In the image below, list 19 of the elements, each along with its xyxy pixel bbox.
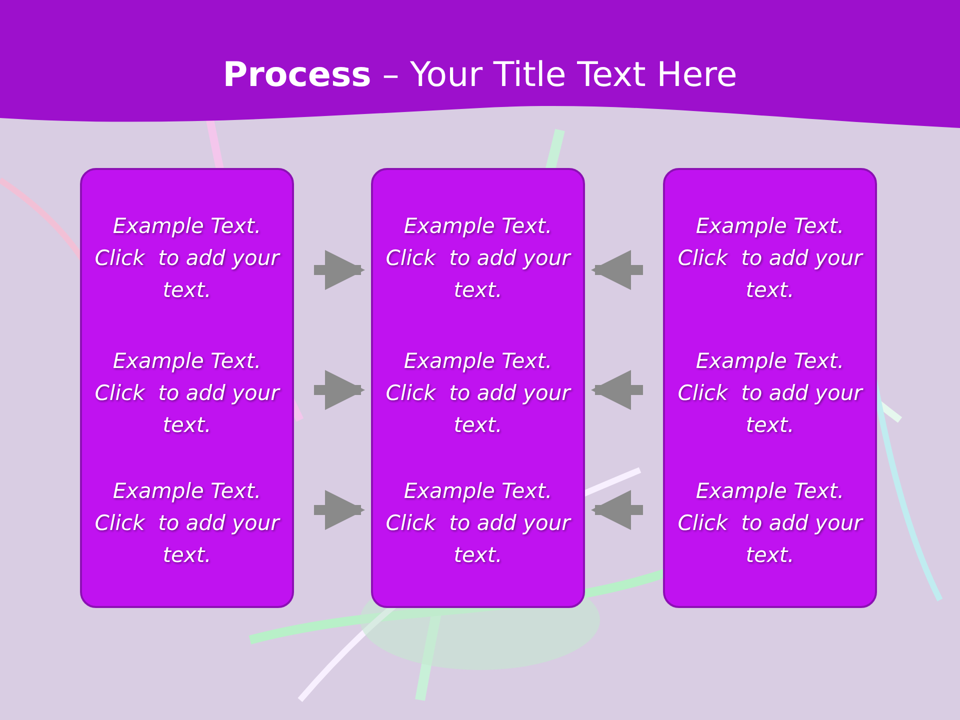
- arrow: [314, 370, 365, 410]
- body-text: Example Text. Click to add your text.: [384, 348, 572, 439]
- arrow: [591, 250, 643, 290]
- process-box: [663, 168, 877, 608]
- body-text: Example Text. Click to add your text.: [94, 348, 282, 439]
- slide-title: Process – Your Title Text Here: [222, 54, 738, 97]
- process-box: [80, 168, 294, 608]
- body-text: Example Text. Click to add your text.: [676, 348, 864, 439]
- arrow: [591, 490, 643, 530]
- body-text: Example Text. Click to add your text.: [384, 478, 572, 569]
- arrow: [314, 490, 365, 530]
- arrow: [314, 250, 365, 290]
- body-text: Example Text. Click to add your text.: [94, 213, 282, 304]
- arrow: [591, 370, 643, 410]
- body-text: Example Text. Click to add your text.: [676, 478, 864, 569]
- body-text: Example Text. Click to add your text.: [384, 213, 572, 304]
- body-text: Example Text. Click to add your text.: [676, 213, 864, 304]
- process-box: [371, 168, 585, 608]
- body-text: Example Text. Click to add your text.: [94, 478, 282, 569]
